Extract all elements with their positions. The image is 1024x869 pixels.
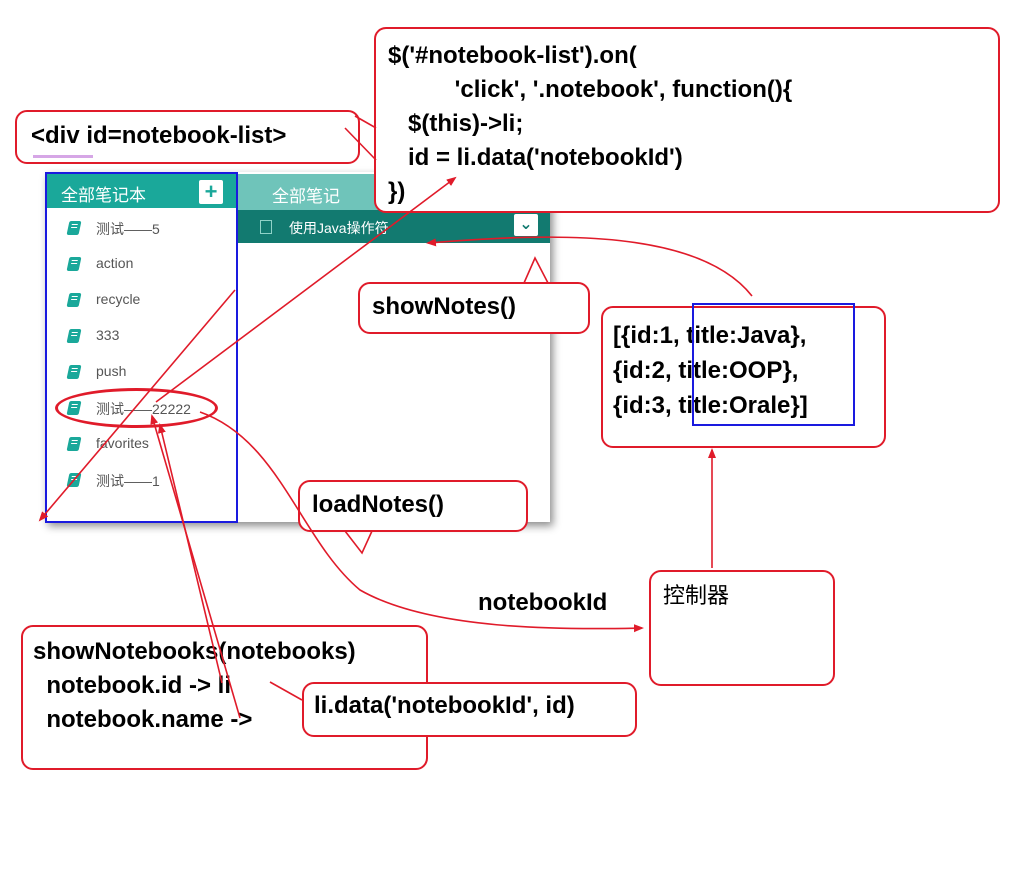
notebook-label: 测试——5 [96,221,160,237]
notebook-icon [66,257,82,271]
load-notes-tail [344,530,373,555]
notebook-label: 333 [96,327,120,343]
notebook-item[interactable]: favorites [47,430,236,460]
notes-header-title: 全部笔记 [272,187,340,206]
notebook-item[interactable]: recycle [47,286,236,316]
notebook-item[interactable]: 测试——1 [47,466,236,496]
notebook-item[interactable]: action [47,250,236,280]
show-notes-callout: showNotes() [358,282,590,334]
notebook-icon [66,437,82,451]
notebooks-header: 全部笔记本 + [47,174,236,208]
add-notebook-button[interactable]: + [199,180,223,204]
load-notes-callout: loadNotes() [298,480,528,532]
controller-callout: 控制器 [649,570,835,686]
click-handler-code-callout: $('#notebook-list').on( 'click', '.noteb… [374,27,1000,213]
notebook-icon [66,329,82,343]
notebook-label: action [96,255,134,271]
notebook-label: recycle [96,291,141,307]
note-title: 使用Java操作符 [289,220,389,236]
notebook-icon [66,365,82,379]
notebook-item[interactable]: 测试——5 [47,214,236,244]
notebook-label: push [96,363,127,379]
notebook-list: 全部笔记本 + 测试——5 action recycle 333 push 测试… [45,172,238,523]
note-row[interactable]: 使用Java操作符 ⌄ [234,210,550,243]
notebook-icon [66,221,82,235]
notebook-icon [66,473,82,487]
notebook-item[interactable]: push [47,358,236,388]
notebook-label: 测试——1 [96,473,160,489]
li-data-callout: li.data('notebookId', id) [302,682,637,737]
notebook-label: favorites [96,435,149,451]
chevron-down-icon[interactable]: ⌄ [514,214,538,236]
notebooks-header-title: 全部笔记本 [61,186,146,205]
title-highlight-box [692,303,855,426]
selected-notebook-highlight [55,388,218,428]
document-icon [260,220,272,234]
div-underline [33,155,93,158]
notebook-item[interactable]: 333 [47,322,236,352]
notebook-icon [66,293,82,307]
notebookid-label: notebookId [478,589,608,616]
